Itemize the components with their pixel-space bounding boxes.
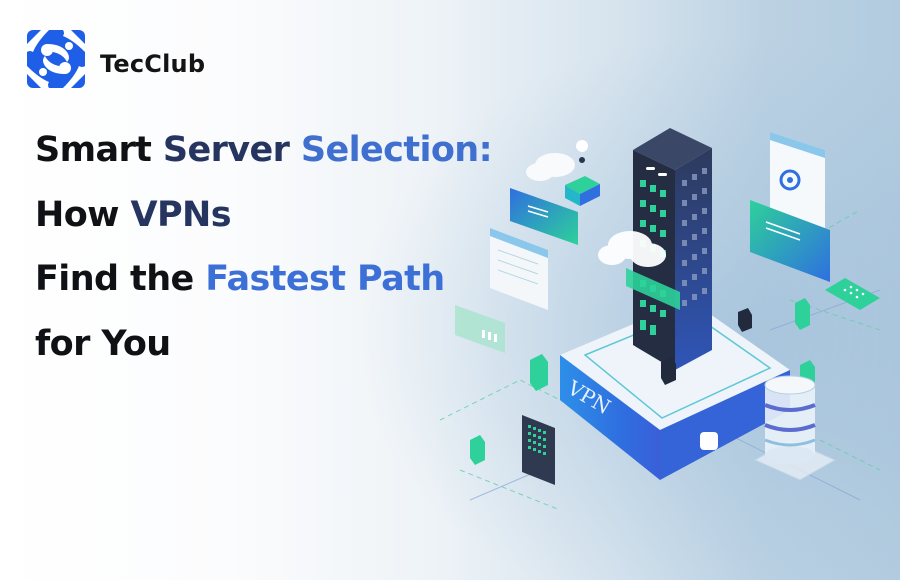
headline-word: Server xyxy=(162,130,301,170)
headline-word: Find the xyxy=(35,259,206,299)
database-cylinder-icon xyxy=(753,375,837,481)
message-card-icon xyxy=(750,200,830,282)
headline-word: VPNs xyxy=(130,194,231,235)
status-panel-icon xyxy=(455,305,505,353)
headline-line-1: Smart Server Selection: xyxy=(35,118,493,183)
document-card-icon xyxy=(490,228,548,310)
vpn-server-illustration: VPN xyxy=(439,128,881,511)
terminal-screen-icon xyxy=(522,415,555,485)
headline-line-3: Find the Fastest Path xyxy=(35,247,492,312)
location-pin-icon xyxy=(565,140,600,206)
swirl-logo-icon xyxy=(27,30,85,88)
cloud-icon xyxy=(598,231,666,267)
brand-name: TecClub xyxy=(100,50,206,78)
headline-word: for You xyxy=(35,323,171,364)
chart-card-icon xyxy=(510,188,578,245)
brand: TecClub xyxy=(27,30,205,88)
headline-line-2: How VPNs xyxy=(35,183,492,248)
cloud-icon xyxy=(526,153,575,181)
headline-word: Fastest Path xyxy=(205,259,445,299)
padlock-icon xyxy=(470,298,815,465)
padlock-icon xyxy=(661,308,752,385)
headline-word: Selection: xyxy=(300,130,493,170)
headline-word: How xyxy=(35,194,131,235)
headline-line-4: for You xyxy=(35,312,492,377)
headline: Smart Server Selection: How VPNs Find th… xyxy=(35,118,493,377)
email-card-icon xyxy=(770,132,825,230)
keypad-icon xyxy=(825,278,880,310)
link-badge-icon xyxy=(700,432,718,450)
headline-word: Smart xyxy=(35,130,163,170)
